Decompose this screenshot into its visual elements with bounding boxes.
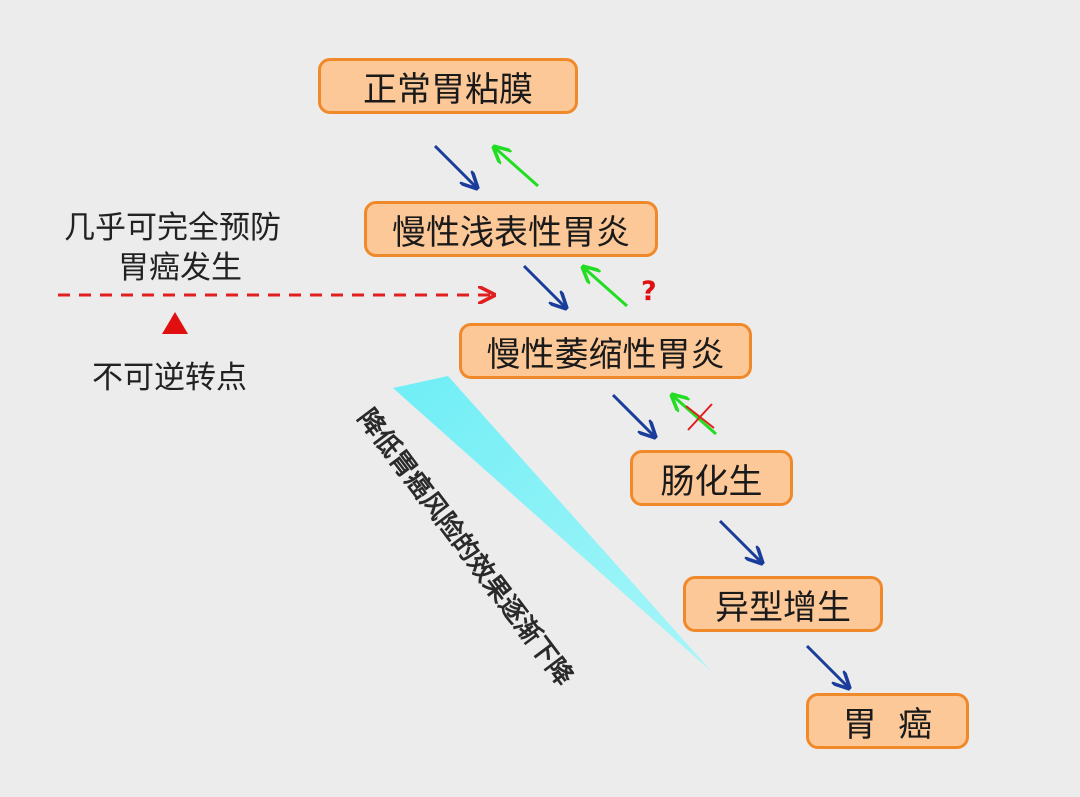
progression-arrow-2 [522, 264, 566, 308]
stage-box-intestinal-metaplasia: 肠化生 [630, 450, 793, 506]
progression-arrow-1 [433, 144, 477, 188]
progression-arrow-3 [611, 393, 655, 437]
prevention-note-line-2: 胃癌发生 [118, 250, 242, 286]
cross-icon [685, 403, 715, 431]
uncertain-reversal-question-mark: ? [641, 276, 657, 307]
prevention-note-line-1: 几乎可完全预防 [64, 210, 281, 246]
stage-box-atrophic-gastritis: 慢性萎缩性胃炎 [459, 323, 752, 379]
risk-reduction-wedge [393, 376, 712, 672]
stage-box-dysplasia: 异型增生 [683, 576, 883, 632]
progression-arrow-4 [718, 519, 762, 563]
reversal-arrow-1 [494, 147, 539, 188]
stage-box-gastric-cancer: 胃 癌 [806, 693, 969, 749]
stage-box-superficial-gastritis: 慢性浅表性胃炎 [364, 201, 658, 257]
irreversible-point-marker-icon [162, 312, 188, 334]
reversal-arrow-3 [672, 395, 717, 436]
progression-arrow-5 [805, 644, 849, 688]
reversal-arrow-2 [583, 267, 628, 308]
irreversible-point-label: 不可逆转点 [92, 360, 247, 396]
stage-box-normal-mucosa: 正常胃粘膜 [318, 58, 578, 114]
